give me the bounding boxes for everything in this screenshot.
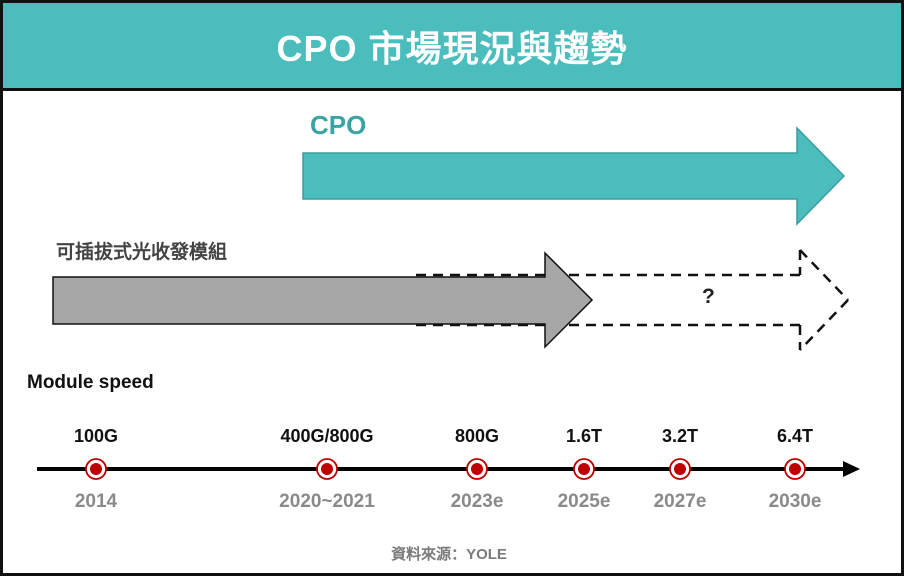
milestone-year: 2025e (557, 491, 611, 512)
milestone-marker (85, 458, 107, 480)
milestone-year: 2023e (450, 491, 504, 512)
timeline-arrowhead-icon (843, 461, 860, 477)
milestone-speed: 6.4T (776, 426, 814, 446)
milestone-year: 2027e (653, 491, 707, 512)
milestone-marker (316, 458, 338, 480)
milestone-speed: 400G/800G (280, 426, 374, 446)
milestone-speed: 100G (73, 426, 119, 446)
milestone-marker (466, 458, 488, 480)
timeline-title: Module speed (27, 372, 154, 393)
milestone-speed: 3.2T (661, 426, 699, 446)
source-citation: 資料來源：YOLE (391, 546, 507, 563)
milestone-marker (669, 458, 691, 480)
pluggable-arrow-label: 可插拔式光收發模組 (56, 242, 228, 263)
page-title: CPO 市場現況與趨勢 (276, 27, 628, 69)
future-dashed-arrow (416, 249, 849, 351)
milestone-marker (573, 458, 595, 480)
milestone-year: 2014 (74, 491, 118, 512)
milestone-speed: 1.6T (565, 426, 603, 446)
milestone-year: 2030e (768, 491, 822, 512)
cpo-arrow-label: CPO (310, 110, 367, 140)
header-banner: CPO 市場現況與趨勢 (3, 3, 901, 91)
milestone-speed: 800G (454, 426, 500, 446)
milestone-year: 2020~2021 (279, 491, 375, 512)
milestone-marker (784, 458, 806, 480)
cpo-arrow (302, 126, 846, 226)
future-arrow-label: ? (702, 285, 715, 308)
pluggable-arrow (52, 251, 594, 349)
